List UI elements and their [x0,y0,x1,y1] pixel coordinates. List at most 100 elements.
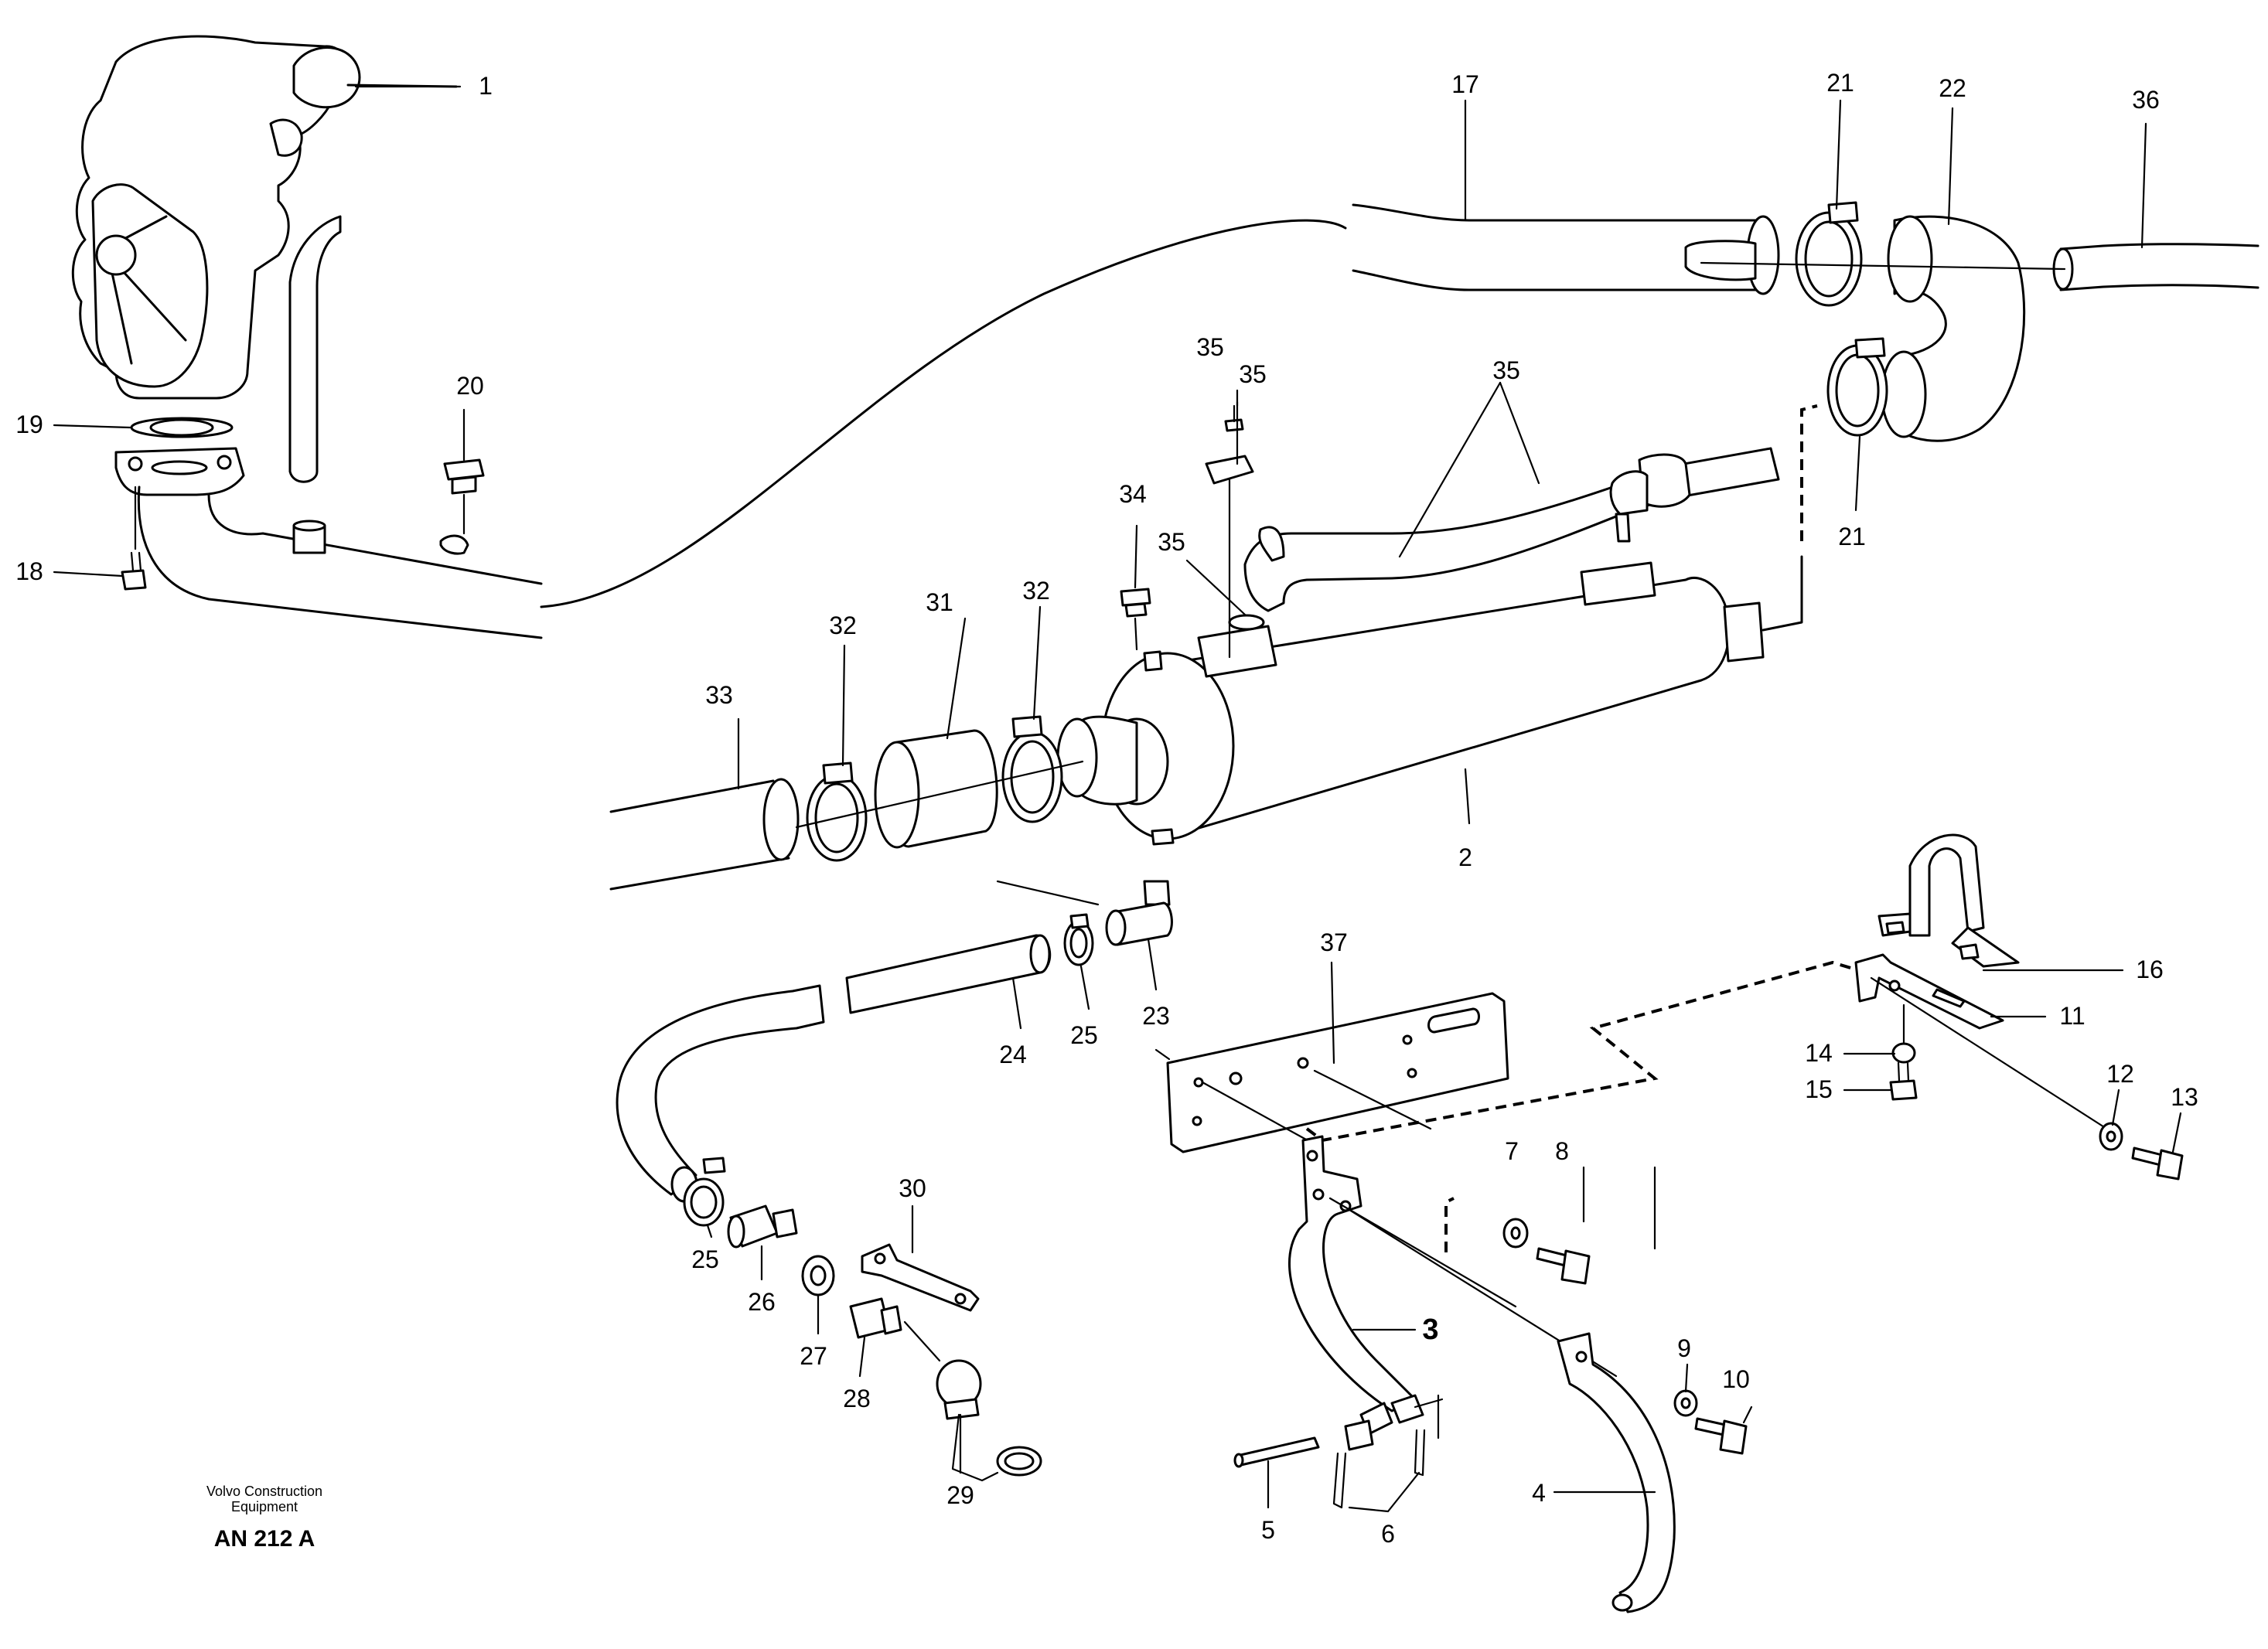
callout-34: 34 [1119,480,1147,508]
plug-34 [1120,588,1151,651]
axis-line-mid [795,760,1084,829]
callout-16: 16 [2136,956,2164,983]
callout-20: 20 [456,372,484,400]
hose-35 [1243,447,1780,612]
callout-25-lower: 25 [691,1245,719,1273]
callout-25-upper: 25 [1070,1021,1098,1049]
callout-2: 2 [1458,843,1472,871]
callout-5: 5 [1261,1516,1275,1544]
plate-link-line-a [1201,1081,1316,1146]
strap-4 [1557,1332,1676,1613]
callout-9: 9 [1677,1334,1691,1362]
exhaust-pipe-17 [1352,203,1780,295]
callout-17: 17 [1451,70,1479,98]
clamp-21-upper [1795,201,1863,307]
callout-12: 12 [2106,1060,2134,1088]
callout-8: 8 [1555,1137,1569,1165]
washer-12 [2099,1122,2123,1151]
callout-35-hose: 35 [1492,356,1520,384]
pump-outlet-pipe [114,417,543,639]
credit-line-2: Equipment [231,1499,298,1514]
callout-15: 15 [1805,1075,1833,1103]
dashed-link-strap [1444,1197,1455,1252]
callout-3: 3 [1422,1313,1438,1346]
washer-9 [1673,1389,1698,1417]
drawing-code: AN 212 A [214,1526,315,1552]
callout-29: 29 [946,1481,974,1509]
callout-10: 10 [1722,1365,1750,1393]
callout-21-lower: 21 [1838,523,1866,550]
callout-22: 22 [1939,74,1966,102]
callout-21-upper: 21 [1826,69,1854,97]
callout-37: 37 [1320,928,1348,956]
callout-35-bracket: 35 [1239,360,1267,388]
gasket-19 [149,418,214,437]
callout-11: 11 [2059,1002,2085,1030]
elbow-23 [1105,880,1173,946]
dashed-link-plate [1305,960,1872,1143]
pump-hose [288,215,342,483]
credit-line-1: Volvo Construction [206,1484,322,1499]
hose-24 [616,880,1100,1203]
bracket-30 [861,1243,980,1312]
callout-35-fitting: 35 [1158,528,1185,556]
callout-30: 30 [899,1174,926,1202]
callout-32-left: 32 [829,612,857,639]
bolt-18 [121,486,147,591]
washer-14 [1891,1003,1916,1064]
sleeve-31 [874,729,998,849]
clamp-32-left [806,761,868,862]
callout-24: 24 [999,1041,1027,1068]
callout-31: 31 [926,588,953,616]
callout-labels: 1 2 3 4 5 6 7 8 9 10 11 12 13 14 15 16 1… [15,69,2198,1548]
callout-33: 33 [705,681,733,709]
callout-19: 19 [15,411,43,438]
callout-23: 23 [1142,1002,1170,1030]
clamp-21-lower [1826,337,1888,437]
bolt-8 [1536,1247,1591,1285]
callout-18: 18 [15,557,43,585]
pin-5 [1233,1436,1320,1468]
adapter-28 [849,1297,941,1362]
pipe-36 [2052,243,2259,291]
clamp-25-upper [1063,913,1094,966]
clip-16 [1877,833,2020,968]
bolt-13 [2131,1146,2184,1181]
plug-20 [443,458,485,535]
engine-water-pump [71,35,458,400]
bolt-15 [1889,1061,1918,1101]
callout-36: 36 [2132,86,2160,114]
bolt-10 [1694,1417,1748,1455]
callout-28: 28 [843,1385,871,1412]
callout-32-right: 32 [1022,577,1050,605]
pipe-33 [609,778,800,891]
clamp-25-lower [683,1157,726,1227]
muffler-2 [1056,555,1803,846]
washer-7 [1502,1218,1529,1249]
washer-27 [801,1255,835,1296]
bracket-11 [1854,953,2120,1138]
callout-6: 6 [1381,1520,1395,1548]
leader-lines [53,85,2182,1513]
callout-13: 13 [2171,1083,2198,1111]
bushing-5 [1344,1419,1374,1451]
cap-29 [936,1359,1042,1482]
axis-line-upper [1700,261,2066,271]
callout-26: 26 [748,1288,776,1316]
plate-37 [1154,992,1509,1153]
bracket-35 [1205,404,1254,659]
nipple-26 [727,1204,798,1249]
callout-7: 7 [1505,1137,1519,1165]
dashed-link-muffler [1800,404,1818,541]
clamp-32-right [1001,715,1063,823]
callout-27: 27 [800,1342,827,1370]
strap-3 [1287,1135,1618,1436]
connector-curve [540,219,1347,608]
callout-14: 14 [1805,1039,1833,1067]
callout-35-screw: 35 [1196,333,1224,361]
fitting-35-washer [1228,614,1265,631]
plate-link-line-b [1313,1069,1432,1130]
callout-1: 1 [479,72,493,100]
callout-4: 4 [1532,1479,1546,1507]
